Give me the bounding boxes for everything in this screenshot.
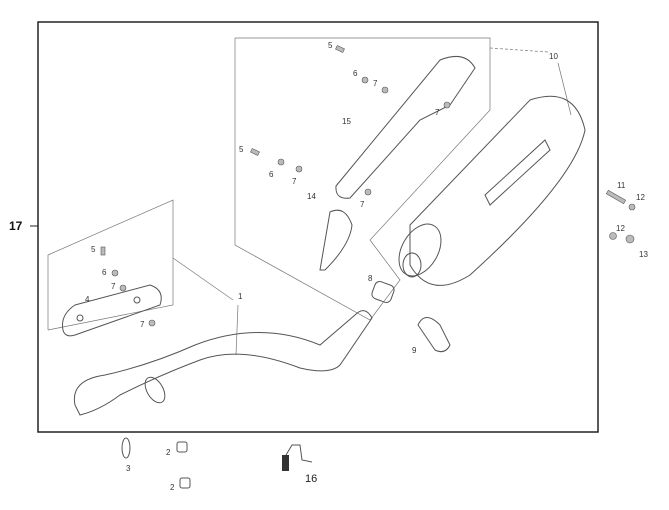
callout-7: 7	[292, 177, 297, 186]
callout-3: 3	[126, 464, 131, 473]
callout-7: 7	[435, 108, 440, 117]
callout-6: 6	[353, 69, 358, 78]
sleeve-part	[371, 281, 395, 303]
callout-6: 6	[269, 170, 274, 179]
callout-5: 5	[239, 145, 244, 154]
callout-15: 15	[342, 117, 351, 126]
callout-5: 5	[91, 245, 96, 254]
callout-8: 8	[368, 274, 373, 283]
callout-13: 13	[639, 250, 648, 259]
assembly-label: 17	[9, 219, 23, 233]
callout-2: 2	[170, 483, 175, 492]
assembly-frame	[37, 21, 599, 433]
callout-12: 12	[636, 193, 645, 202]
muffler-outlet	[402, 252, 422, 278]
exhaust-pipe-part	[73, 310, 373, 416]
nut-part-a	[176, 441, 188, 453]
callout-4: 4	[85, 295, 90, 304]
heat-shield-group-box	[234, 37, 491, 321]
callout-9: 9	[412, 346, 417, 355]
pipe-shield-part	[62, 284, 162, 337]
callout-7: 7	[373, 79, 378, 88]
callout-6: 6	[102, 268, 107, 277]
callout-7: 7	[140, 320, 145, 329]
callout-10: 10	[549, 52, 558, 61]
pipe-shield-group-box	[47, 199, 174, 331]
nut-part-b	[179, 477, 191, 489]
pipe-flange	[144, 376, 166, 404]
callout-14: 14	[307, 192, 316, 201]
callout-7: 7	[360, 200, 365, 209]
sensor-body	[282, 455, 289, 471]
sensor-part	[285, 444, 313, 463]
callout-16: 16	[305, 473, 318, 485]
callout-5: 5	[328, 41, 333, 50]
callout-11: 11	[617, 181, 626, 190]
fasteners	[100, 45, 636, 327]
clamp-part	[417, 317, 451, 353]
callout-7: 7	[111, 282, 116, 291]
callout-2: 2	[166, 448, 171, 457]
shield-bracket-part	[319, 209, 353, 271]
gasket-part	[121, 437, 131, 459]
callout-12: 12	[616, 224, 625, 233]
callout-1: 1	[238, 292, 243, 301]
muffler-part	[409, 95, 586, 286]
